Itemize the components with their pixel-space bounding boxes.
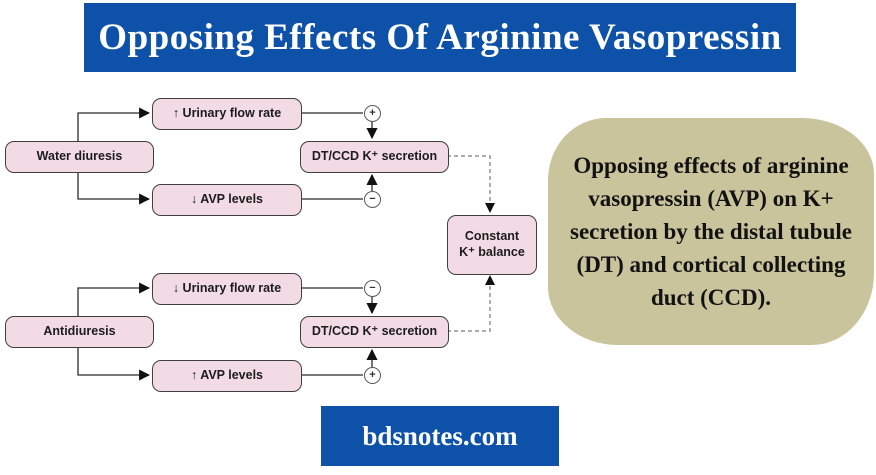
node-avp-levels-down: ↓ AVP levels (152, 184, 302, 216)
caption-line: secretion by the distal tubule (570, 219, 852, 244)
node-constant-k-balance: Constant K⁺ balance (447, 215, 537, 275)
caption-line: vasopressin (AVP) on K+ (588, 186, 834, 211)
constant-label-line2: K⁺ balance (459, 245, 525, 259)
footer-banner: bdsnotes.com (321, 406, 559, 466)
node-urinary-flow-down: ↓ Urinary flow rate (152, 273, 302, 305)
node-avp-levels-up: ↑ AVP levels (152, 360, 302, 392)
caption-line: Opposing effects of arginine (573, 153, 849, 178)
node-dtccd-secretion-top: DT/CCD K⁺ secretion (300, 141, 449, 173)
node-dtccd-secretion-bottom: DT/CCD K⁺ secretion (300, 316, 449, 348)
node-water-diuresis: Water diuresis (5, 141, 154, 173)
caption-line: (DT) and cortical collecting (576, 252, 846, 277)
caption-line: duct (CCD). (650, 285, 772, 310)
page-title: Opposing Effects Of Arginine Vasopressin (98, 17, 782, 58)
site-name: bdsnotes.com (362, 420, 518, 451)
plus-sign-icon: + (364, 105, 381, 122)
node-antidiuresis: Antidiuresis (5, 316, 154, 348)
caption-box: Opposing effects of arginine vasopressin… (548, 118, 874, 345)
plus-sign-icon: + (364, 367, 381, 384)
node-urinary-flow-up: ↑ Urinary flow rate (152, 98, 302, 130)
minus-sign-icon: − (364, 280, 381, 297)
minus-sign-icon: − (364, 191, 381, 208)
title-banner: Opposing Effects Of Arginine Vasopressin (84, 3, 796, 72)
constant-label-line1: Constant (464, 229, 520, 244)
